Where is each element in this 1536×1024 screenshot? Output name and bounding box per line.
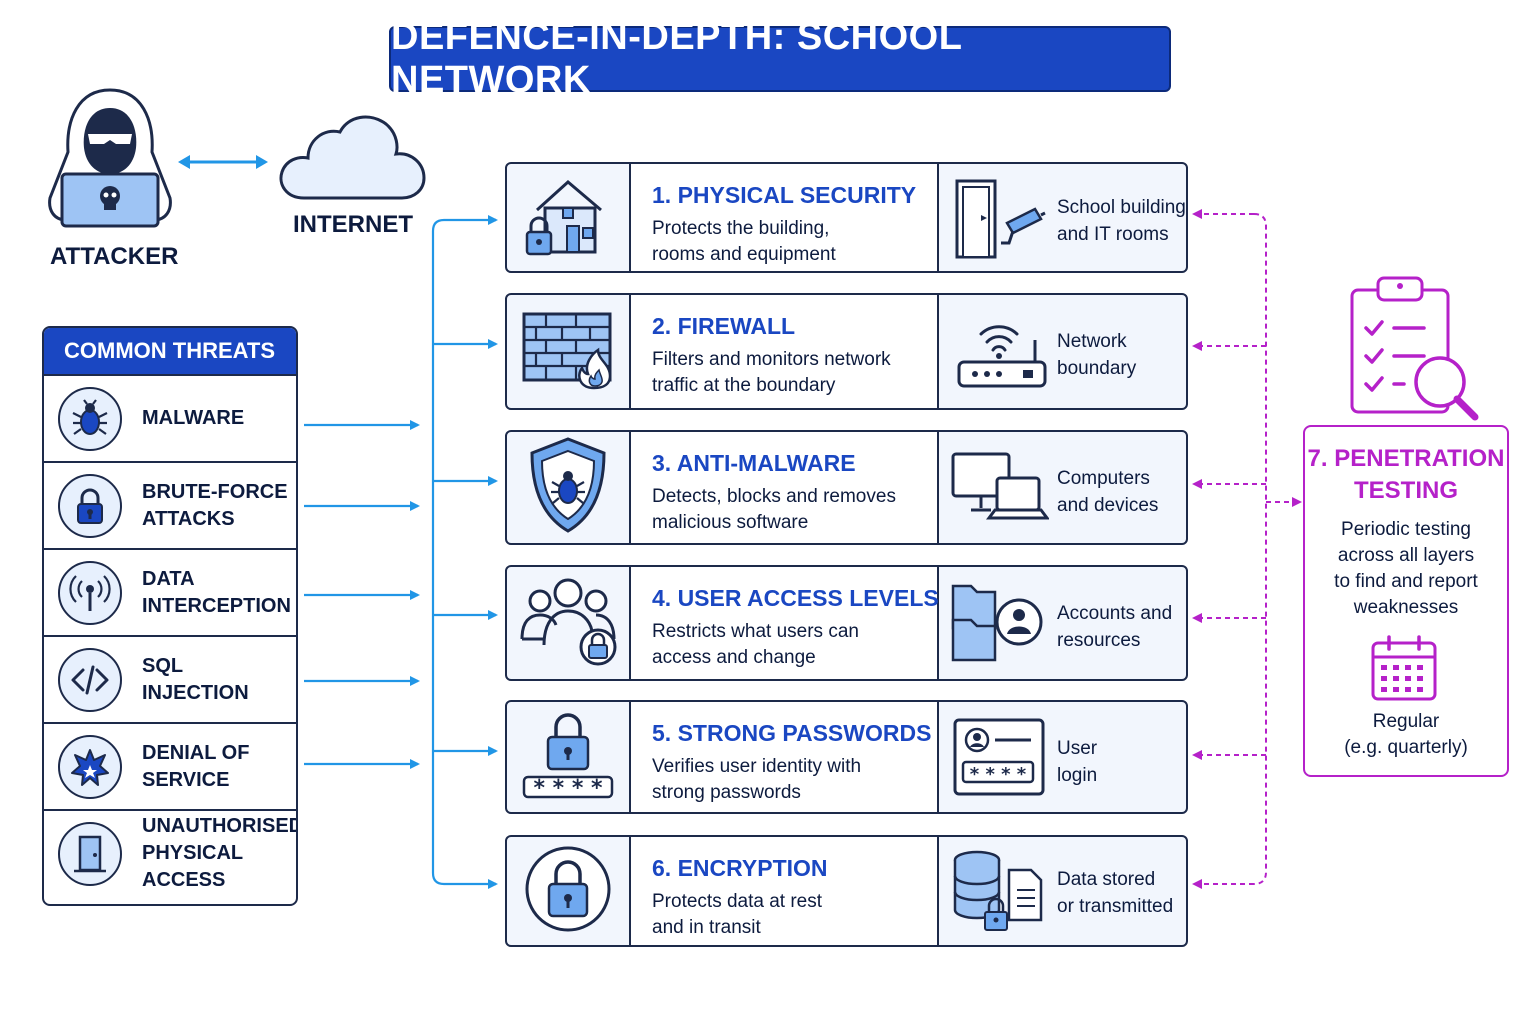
threat-flow-arrows <box>304 215 498 889</box>
threat-label: UNAUTHORISED PHYSICAL ACCESS <box>142 815 298 891</box>
layer-description: Filters and monitors network traffic at … <box>652 349 891 396</box>
threat-sql-injection: SQL INJECTION <box>44 635 296 722</box>
layer-title: 1. PHYSICAL SECURITY <box>652 182 917 208</box>
threat-data-interception: DATA INTERCEPTION <box>44 548 296 635</box>
antenna-icon <box>58 560 122 625</box>
page-title: DEFENCE-IN-DEPTH: SCHOOL NETWORK <box>389 16 1171 101</box>
layer-applies-to: Network boundary <box>1057 331 1137 379</box>
layer-applies-to: School building and IT rooms <box>1057 197 1186 245</box>
layer-physical-security: 1. PHYSICAL SECURITY Protects the buildi… <box>505 162 1188 273</box>
internet-label: INTERNET <box>293 211 413 238</box>
users-lock-icon <box>518 573 618 674</box>
threat-denial-of-service: DENIAL OF SERVICE <box>44 722 296 809</box>
padlock-icon <box>58 473 122 538</box>
calendar-icon <box>1369 633 1439 703</box>
firewall-icon <box>520 308 616 395</box>
burst-icon <box>58 734 122 799</box>
layer-applies-to: Accounts and resources <box>1057 603 1173 651</box>
folders-user-icon <box>949 567 1049 679</box>
computers-icon <box>949 432 1049 543</box>
layer-strong-passwords: * * * * 5. STRONG PASSWORDS Verifies use… <box>505 700 1188 814</box>
code-icon <box>58 647 122 712</box>
login-card-icon: * * * * <box>949 702 1049 812</box>
svg-text:* * * *: * * * * <box>534 776 603 801</box>
pentest-flow-arrows <box>1192 209 1302 889</box>
layer-user-access-levels: 4. USER ACCESS LEVELS Restricts what use… <box>505 565 1188 681</box>
threat-label: DATA INTERCEPTION <box>142 567 291 617</box>
layer-title: 4. USER ACCESS LEVELS <box>652 585 939 611</box>
threat-label: BRUTE-FORCE ATTACKS <box>142 480 288 530</box>
shield-bug-icon <box>526 435 610 540</box>
encryption-lock-icon <box>523 844 613 939</box>
database-file-icon <box>949 837 1049 945</box>
bug-icon <box>58 386 122 451</box>
threats-heading: COMMON THREATS <box>44 328 296 374</box>
pentest-description: Periodic testing across all layers to fi… <box>1334 519 1478 618</box>
layer-description: Protects the building, rooms and equipme… <box>652 218 836 265</box>
attacker-label: ATTACKER <box>50 243 179 270</box>
pentest-frequency: Regular (e.g. quarterly) <box>1344 711 1468 758</box>
layer-applies-to: Data stored or transmitted <box>1057 869 1174 917</box>
threat-brute-force: BRUTE-FORCE ATTACKS <box>44 461 296 548</box>
clipboard-magnifier-icon <box>1344 272 1484 422</box>
layer-description: Verifies user identity with strong passw… <box>652 756 862 803</box>
threat-malware: MALWARE <box>44 374 296 461</box>
threat-label: DENIAL OF SERVICE <box>142 741 250 791</box>
layer-applies-to: User login <box>1057 738 1098 786</box>
layer-applies-to: Computers and devices <box>1057 468 1159 516</box>
pentest-title: 7. PENETRATION TESTING <box>1307 445 1505 504</box>
layer-anti-malware: 3. ANTI-MALWARE Detects, blocks and remo… <box>505 430 1188 545</box>
password-lock-icon: * * * * <box>520 707 616 808</box>
common-threats-panel: COMMON THREATS MALWARE BRUTE-FORCE ATTAC… <box>42 326 298 906</box>
layer-encryption: 6. ENCRYPTION Protects data at rest and … <box>505 835 1188 947</box>
penetration-testing-panel: 7. PENETRATION TESTING Periodic testing … <box>1303 425 1509 777</box>
door-icon <box>58 821 122 886</box>
threat-label: MALWARE <box>142 407 245 429</box>
layer-title: 6. ENCRYPTION <box>652 855 828 881</box>
cloud-icon <box>274 108 430 204</box>
layer-title: 3. ANTI-MALWARE <box>652 450 856 476</box>
door-camera-icon <box>949 164 1049 271</box>
layer-description: Restricts what users can access and chan… <box>652 621 859 668</box>
threat-label: SQL INJECTION <box>142 654 249 704</box>
layer-title: 2. FIREWALL <box>652 313 796 339</box>
layer-description: Protects data at rest and in transit <box>652 891 823 938</box>
svg-text:* * * *: * * * * <box>970 764 1027 785</box>
layer-title: 5. STRONG PASSWORDS <box>652 720 932 746</box>
layer-firewall: 2. FIREWALL Filters and monitors network… <box>505 293 1188 410</box>
building-lock-icon <box>523 170 613 265</box>
attacker-icon <box>40 86 180 231</box>
router-icon <box>949 295 1049 408</box>
layer-description: Detects, blocks and removes malicious so… <box>652 486 896 533</box>
threat-unauthorised-access: UNAUTHORISED PHYSICAL ACCESS <box>44 809 296 896</box>
attacker-internet-arrow <box>178 155 268 169</box>
